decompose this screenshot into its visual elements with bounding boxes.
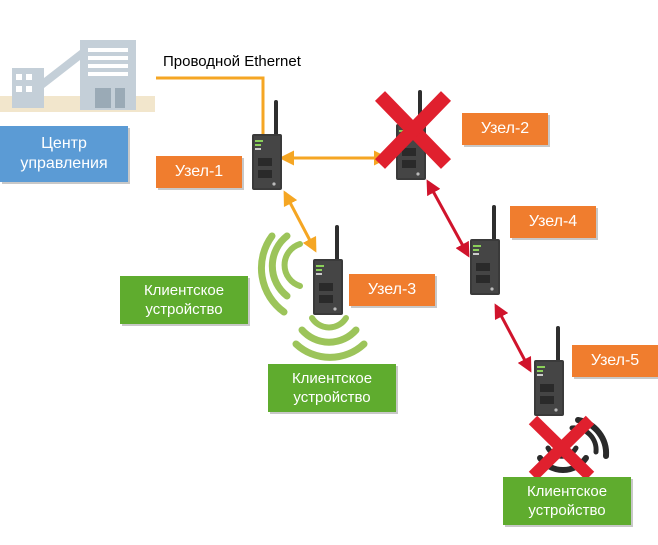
- wifi-signal-icon: [257, 232, 368, 361]
- link-node1-node3: [283, 190, 317, 253]
- node-4-label: Узел-4: [510, 206, 596, 238]
- link-node2-node4: [426, 179, 470, 258]
- wired-link: [156, 76, 265, 135]
- client-device-label: Клиентское устройство: [503, 477, 631, 525]
- node-1-device-icon: [252, 100, 282, 190]
- node-3-label: Узел-3: [349, 274, 435, 306]
- node-4-device-icon: [470, 205, 500, 295]
- node-3-device-icon: [313, 225, 343, 315]
- factory-icon: [0, 40, 155, 112]
- control-center-label: Центр управления: [0, 126, 128, 182]
- node-2-label: Узел-2: [462, 113, 548, 145]
- node-5-label: Узел-5: [572, 345, 658, 377]
- link-node4-node5: [494, 303, 532, 373]
- node-1-label: Узел-1: [156, 156, 242, 188]
- node-5-device-icon: [534, 326, 564, 416]
- client-device-label: Клиентское устройство: [268, 364, 396, 412]
- client-device-label: Клиентское устройство: [120, 276, 248, 324]
- wired-link-label: Проводной Ethernet: [163, 53, 301, 70]
- failure-cross-icon: [528, 415, 595, 481]
- failure-cross-icon: [374, 91, 452, 169]
